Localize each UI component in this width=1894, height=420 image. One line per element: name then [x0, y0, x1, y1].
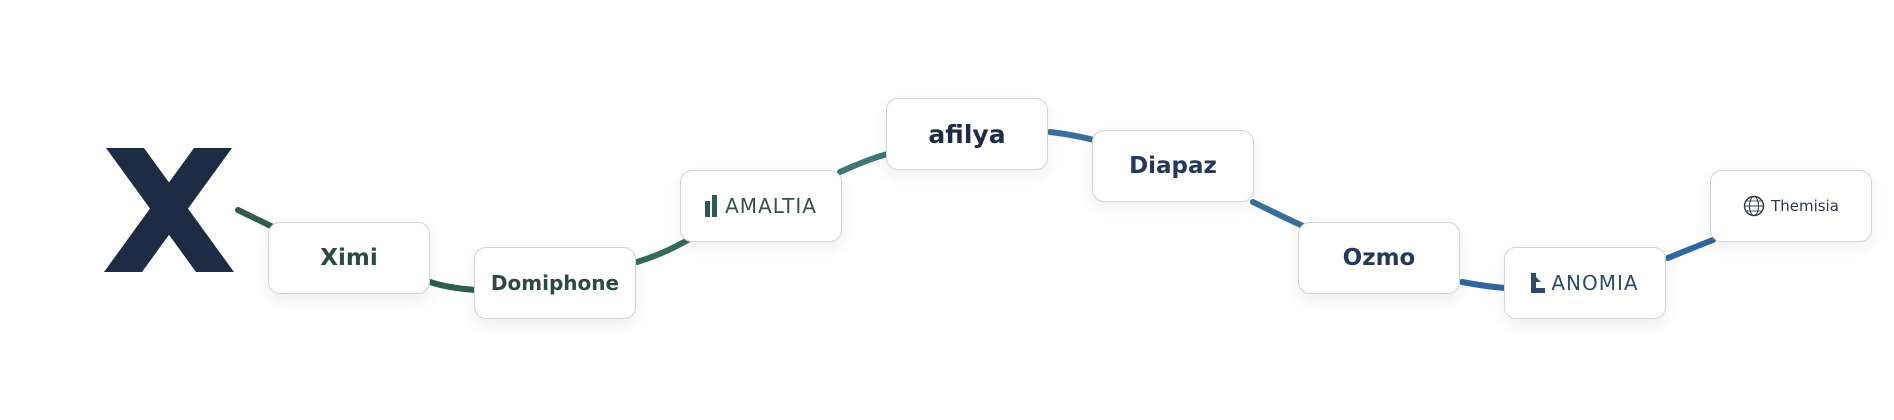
- connector-domiphone-amaltia: [634, 237, 691, 265]
- partner-card-anomia: ANOMIA: [1504, 247, 1666, 319]
- partner-card-afilya: afilya: [886, 98, 1048, 170]
- connector-amaltia-afilya: [837, 151, 891, 175]
- partner-name: AMALTIA: [725, 194, 817, 218]
- partner-name: Ximi: [320, 245, 378, 271]
- partner-card-domiphone: Domiphone: [474, 247, 636, 319]
- partner-name: ANOMIA: [1551, 271, 1639, 295]
- connector-ximi-domiphone: [427, 279, 478, 293]
- x-logo-icon: [104, 148, 234, 272]
- connector-anomia-themisia: [1665, 237, 1716, 261]
- partner-card-amaltia: AMALTIA: [680, 170, 842, 242]
- connector-afilya-diapaz: [1047, 129, 1097, 143]
- partner-card-diapaz: Diapaz: [1092, 130, 1254, 202]
- partner-name: Domiphone: [490, 271, 620, 295]
- partner-card-ozmo: Ozmo: [1298, 222, 1460, 294]
- partner-name: Diapaz: [1129, 153, 1217, 179]
- partner-card-themisia: Themisia: [1710, 170, 1872, 242]
- connector-x-ximi: [235, 207, 278, 231]
- globe-icon: [1743, 195, 1765, 217]
- partner-name: Themisia: [1771, 197, 1839, 215]
- partner-name: Ozmo: [1342, 245, 1416, 271]
- connector-diapaz-ozmo: [1250, 199, 1308, 230]
- anomia-corner-icon: [1531, 273, 1546, 293]
- connector-ozmo-anomia: [1459, 279, 1508, 291]
- amaltia-bars-icon: [705, 195, 719, 217]
- partner-name: afilya: [928, 119, 1006, 149]
- partner-card-ximi: Ximi: [268, 222, 430, 294]
